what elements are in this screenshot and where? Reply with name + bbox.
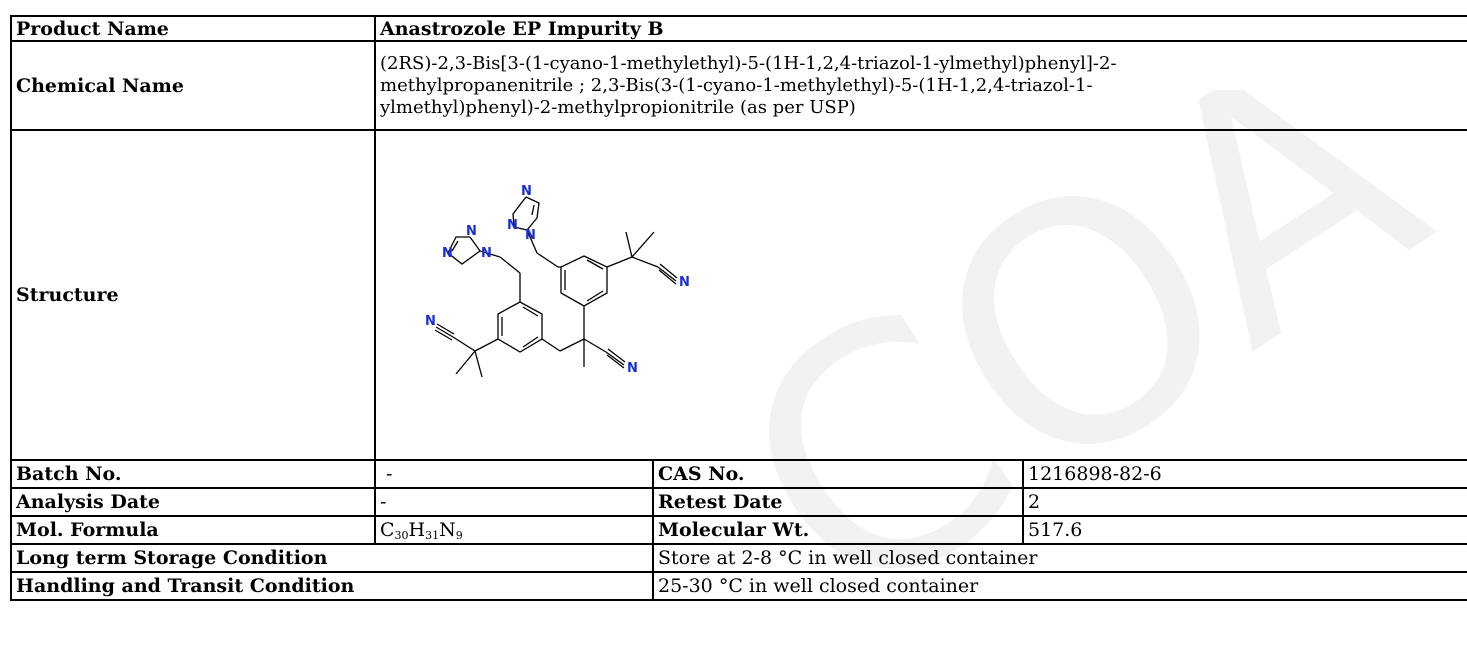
- atom-label-n: N: [425, 314, 436, 329]
- retest-date-label: Retest Date: [652, 487, 1024, 517]
- row-handling: Handling and Transit Condition 25-30 °C …: [10, 571, 1467, 601]
- atom-label-n: N: [679, 275, 690, 290]
- row-structure: Structure: [10, 129, 1467, 461]
- formula-c: C: [380, 519, 395, 541]
- row-batch-cas: Batch No. - CAS No. 1216898-82-6: [10, 459, 1467, 489]
- row-formula-weight: Mol. Formula C30H31N9 Molecular Wt. 517.…: [10, 515, 1467, 545]
- analysis-date-value: -: [374, 487, 654, 517]
- handling-label: Handling and Transit Condition: [10, 571, 654, 601]
- chemical-name-value: (2RS)-2,3-Bis[3-(1-cyano-1-methylethyl)-…: [373, 40, 1467, 131]
- cas-no-value: 1216898-82-6: [1021, 459, 1467, 489]
- row-product-name: Product Name Anastrozole EP Impurity B: [10, 15, 1467, 42]
- atom-label-n: N: [525, 228, 536, 243]
- row-chemical-name: Chemical Name (2RS)-2,3-Bis[3-(1-cyano-1…: [10, 40, 1467, 131]
- product-name-value: Anastrozole EP Impurity B: [373, 15, 1467, 42]
- molecule-bonds: [434, 196, 678, 378]
- molecular-wt-value: 517.6: [1021, 515, 1467, 545]
- cas-no-label: CAS No.: [652, 459, 1024, 489]
- mol-formula-label: Mol. Formula: [10, 515, 376, 545]
- row-storage: Long term Storage Condition Store at 2-8…: [10, 543, 1467, 573]
- chemical-name-text: (2RS)-2,3-Bis[3-(1-cyano-1-methylethyl)-…: [380, 53, 1117, 118]
- atom-label-n: N: [521, 184, 532, 199]
- storage-value: Store at 2-8 °C in well closed container: [651, 543, 1467, 573]
- formula-h: H: [408, 519, 426, 541]
- formula-n: N: [439, 519, 456, 541]
- atom-label-n: N: [466, 224, 477, 239]
- batch-no-label: Batch No.: [10, 459, 376, 489]
- atom-label-n: N: [481, 246, 492, 261]
- storage-label: Long term Storage Condition: [10, 543, 654, 573]
- formula-h-count: 31: [425, 529, 440, 542]
- formula-c-count: 30: [394, 529, 409, 542]
- mol-formula-value: C30H31N9: [374, 515, 654, 545]
- atom-label-n: N: [442, 246, 453, 261]
- chemical-name-label: Chemical Name: [10, 40, 376, 131]
- formula-n-count: 9: [455, 529, 463, 542]
- row-dates: Analysis Date - Retest Date 2: [10, 487, 1467, 517]
- product-name-label: Product Name: [10, 15, 376, 42]
- structure-diagram: N N N N N N N N N: [425, 184, 690, 378]
- molecular-wt-label: Molecular Wt.: [652, 515, 1024, 545]
- structure-label: Structure: [10, 129, 376, 461]
- batch-no-value: -: [374, 459, 654, 489]
- atom-label-n: N: [627, 361, 638, 376]
- retest-date-value: 2: [1021, 487, 1467, 517]
- structure-cell: N N N N N N N N N: [373, 129, 1467, 461]
- product-spec-table: Product Name Anastrozole EP Impurity B C…: [10, 15, 1467, 601]
- handling-value: 25-30 °C in well closed container: [651, 571, 1467, 601]
- molecule-atom-labels: N N N N N N N N N: [425, 184, 690, 376]
- analysis-date-label: Analysis Date: [10, 487, 376, 517]
- atom-label-n: N: [507, 218, 518, 233]
